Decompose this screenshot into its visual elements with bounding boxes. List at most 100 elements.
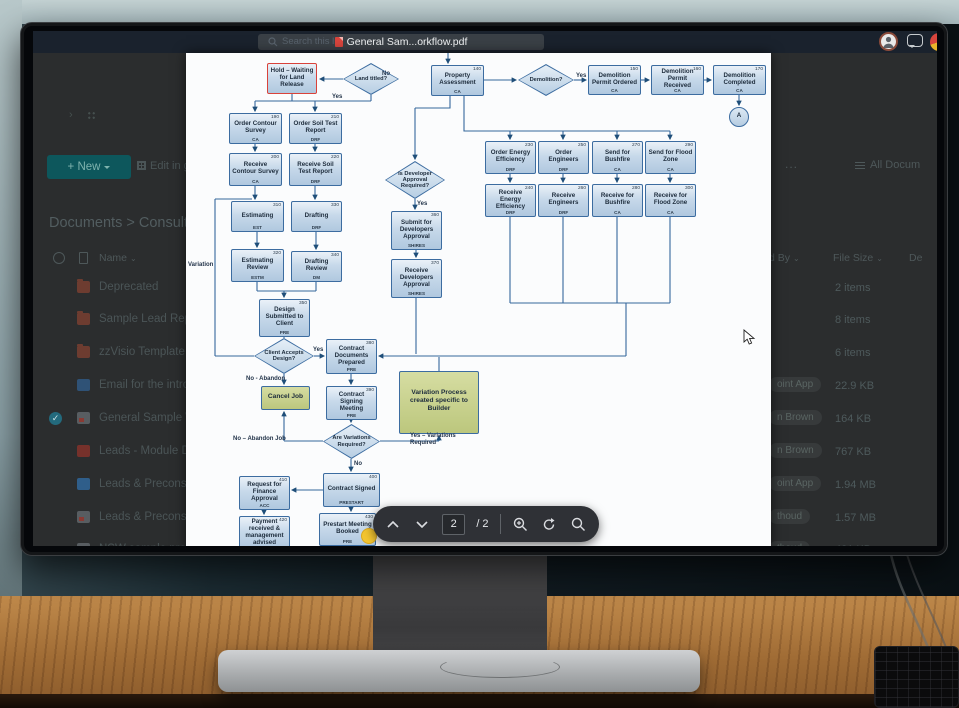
file-size: 481 KB xyxy=(835,544,871,546)
new-button[interactable]: + New xyxy=(47,155,131,179)
list-item[interactable]: Deprecated 2 items xyxy=(33,279,937,298)
column-header-details[interactable]: De xyxy=(909,252,923,264)
monitor-base-seam xyxy=(440,656,560,678)
desk-front-edge xyxy=(0,694,959,708)
apps-grid-icon[interactable] xyxy=(87,111,96,120)
grid-icon xyxy=(137,161,146,170)
breadcrumb-separator: > xyxy=(126,215,135,231)
edge-label: Variation xyxy=(188,262,214,268)
list-header-row: Name ⌄ d By ⌄ File Size ⌄ De xyxy=(33,251,937,267)
next-page-button[interactable] xyxy=(413,515,431,533)
list-item[interactable]: ✓ General Sample W 164 KB n Brown xyxy=(33,410,937,429)
monitor-stand xyxy=(373,552,547,660)
pdf-file-icon xyxy=(77,543,90,546)
word-file-icon xyxy=(77,379,90,391)
profile-icon[interactable] xyxy=(930,33,937,51)
chevron-right-icon[interactable]: › xyxy=(69,109,73,121)
column-header-name[interactable]: Name ⌄ xyxy=(99,252,137,264)
more-options-button[interactable]: ... xyxy=(785,157,799,171)
previous-page-button[interactable] xyxy=(384,515,402,533)
search-placeholder: Search this lib xyxy=(282,36,342,47)
modified-by-pill: thoud xyxy=(769,509,811,524)
search-input[interactable]: Search this lib General Sam...orkflow.pd… xyxy=(258,34,544,50)
file-size: 1.94 MB xyxy=(835,479,876,491)
modified-by-pill: oint App xyxy=(769,377,822,392)
edit-in-grid-button[interactable]: Edit in grid xyxy=(137,160,186,172)
column-header-modified-by[interactable]: d By ⌄ xyxy=(769,252,800,264)
new-button-label: + New xyxy=(67,161,101,173)
list-item[interactable]: Sample Lead Repo 8 items xyxy=(33,311,937,330)
list-view-icon xyxy=(855,161,865,169)
file-size: 8 items xyxy=(835,314,871,326)
flow-node-variation-process: Variation Process created specific to Bu… xyxy=(399,371,479,434)
pdf-file-icon xyxy=(77,511,90,523)
flow-node-hold-waiting: Hold – Waiting for Land Release xyxy=(267,63,317,94)
view-selector[interactable]: All Docum xyxy=(855,159,920,171)
file-size: 767 KB xyxy=(835,446,872,458)
wall-left xyxy=(0,0,22,620)
file-name[interactable]: zzVisio Template E xyxy=(99,346,196,358)
person-icon xyxy=(883,36,894,48)
edge-label: No xyxy=(382,71,390,77)
selected-check-icon[interactable]: ✓ xyxy=(49,412,62,425)
edge-label: Yes xyxy=(332,94,343,100)
file-name[interactable]: Leads - Module De xyxy=(99,445,197,457)
zoom-in-icon[interactable] xyxy=(512,515,530,533)
file-name[interactable]: Deprecated xyxy=(99,281,159,293)
modified-by-pill: oint App xyxy=(769,476,822,491)
edge-label: Yes xyxy=(576,73,587,79)
file-name[interactable]: General Sample W xyxy=(99,412,197,424)
file-name[interactable]: NSW sample preco xyxy=(99,543,198,546)
file-name[interactable]: Leads & Preconstru xyxy=(99,478,201,490)
edge-label: No - Abandon xyxy=(246,376,286,382)
file-name[interactable]: Leads & Preconstru xyxy=(99,511,201,523)
select-all-checkbox[interactable] xyxy=(53,252,65,264)
screen: Search this lib General Sam...orkflow.pd… xyxy=(33,31,937,546)
page-number-input[interactable]: 2 xyxy=(442,513,466,535)
list-item[interactable]: NSW sample preco481 KBthoud xyxy=(33,541,937,546)
edge-label: No xyxy=(354,461,362,467)
mouse-cursor xyxy=(743,329,756,345)
modified-by-pill: n Brown xyxy=(769,410,822,425)
document-title-bar: General Sam...orkflow.pdf xyxy=(258,34,544,50)
chat-icon[interactable] xyxy=(907,34,923,48)
column-header-file-size[interactable]: File Size ⌄ xyxy=(833,252,883,264)
list-item[interactable]: Leads & Preconstru 1.94 MB oint App xyxy=(33,476,937,495)
file-name[interactable]: Email for the intro xyxy=(99,379,190,391)
rotate-icon[interactable] xyxy=(541,515,559,533)
visio-file-icon xyxy=(77,478,90,490)
status-dot-yellow xyxy=(361,528,377,544)
user-avatar[interactable] xyxy=(879,32,898,51)
zoom-icon[interactable] xyxy=(570,515,588,533)
edge-label: Yes xyxy=(313,347,324,353)
wall-top xyxy=(0,0,959,24)
file-size: 164 KB xyxy=(835,413,872,425)
file-name[interactable]: Sample Lead Repo xyxy=(99,313,198,325)
breadcrumb-documents[interactable]: Documents xyxy=(49,215,123,231)
file-size: 2 items xyxy=(835,282,871,294)
